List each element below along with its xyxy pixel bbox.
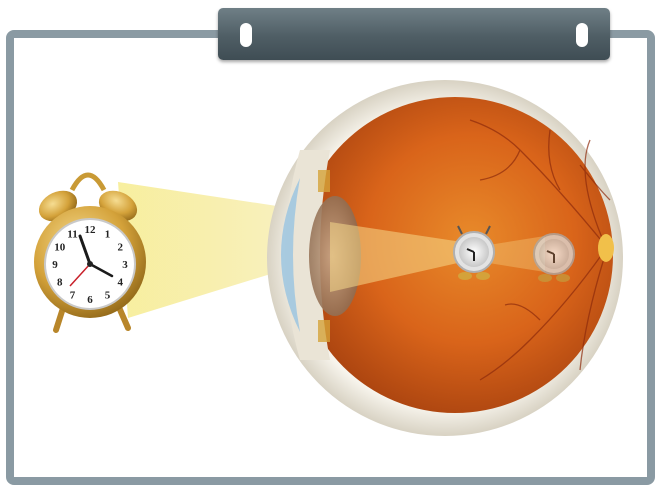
clock-numeral-11: 11: [67, 229, 77, 241]
clock-numeral-9: 9: [52, 259, 58, 271]
clock-numeral-8: 8: [57, 277, 63, 289]
clock-handle: [72, 175, 104, 190]
ciliary-body-top: [318, 170, 330, 192]
clock-numeral-4: 4: [118, 277, 124, 289]
clock-numeral-2: 2: [118, 242, 124, 254]
clock-numeral-7: 7: [70, 289, 76, 301]
clock-center-pin: [87, 261, 93, 267]
ciliary-body-bottom: [318, 320, 330, 342]
clock-numeral-1: 1: [105, 229, 111, 241]
clock-numeral-3: 3: [122, 259, 128, 271]
clock-numeral-6: 6: [87, 294, 93, 306]
clock-numeral-12: 12: [85, 224, 97, 236]
clock-numeral-10: 10: [54, 242, 66, 254]
optic-disc: [598, 234, 614, 262]
clock-numeral-5: 5: [105, 289, 111, 301]
